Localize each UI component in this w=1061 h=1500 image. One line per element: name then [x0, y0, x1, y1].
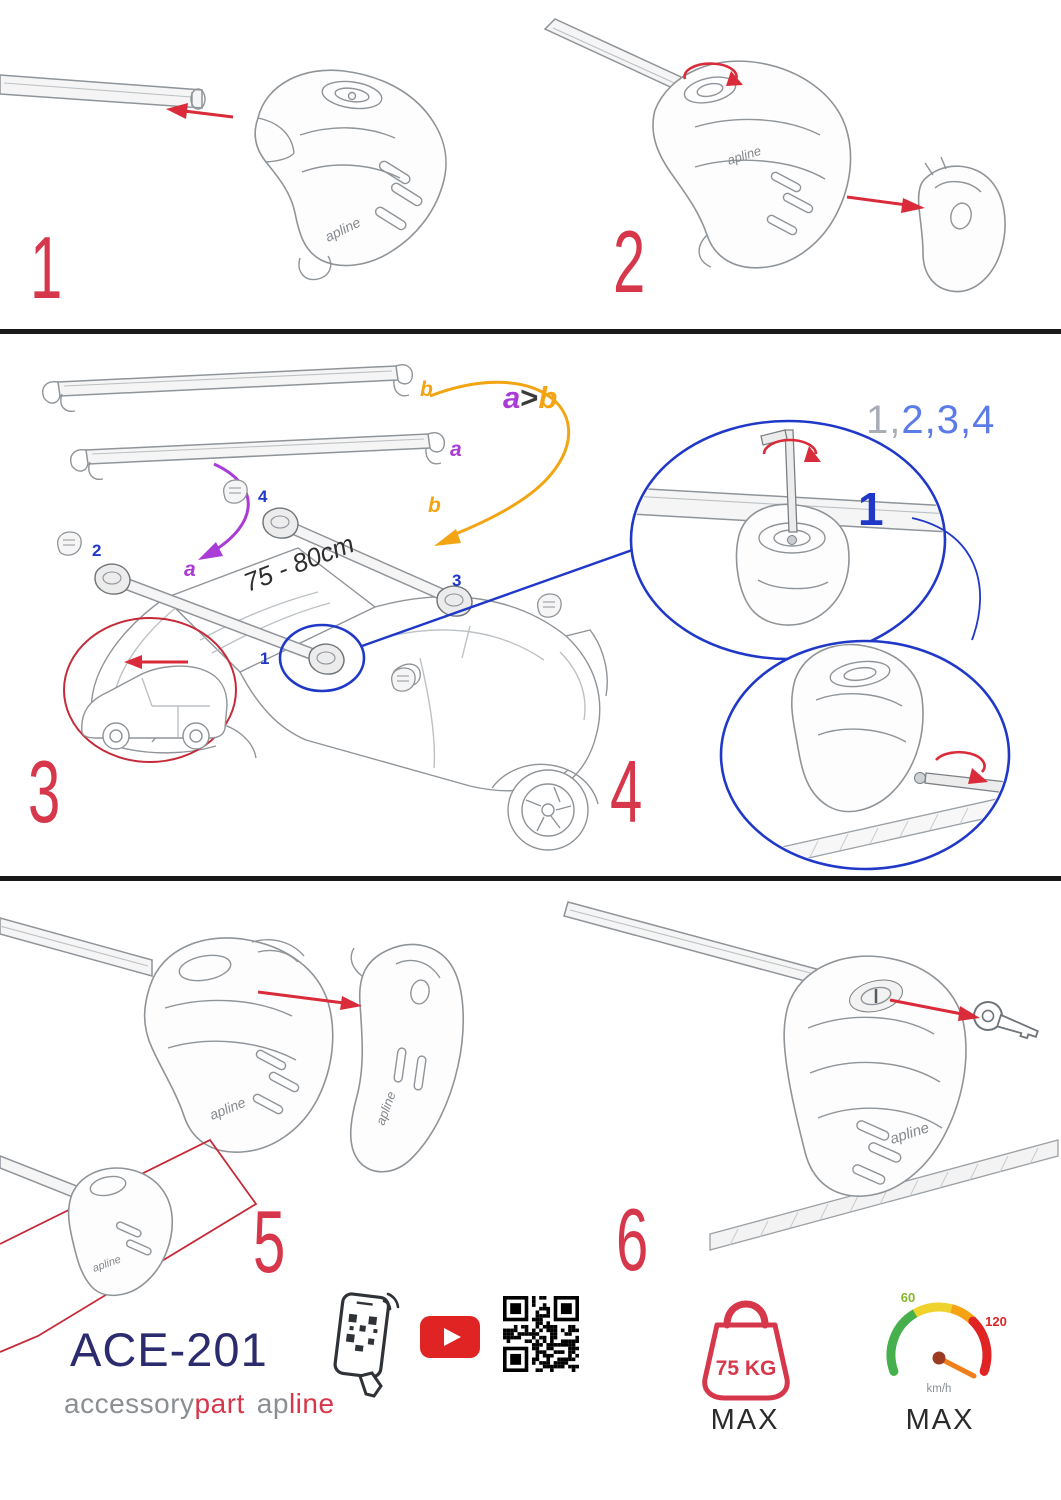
bar-a-label: a: [450, 438, 462, 461]
mounted-foot-small: apline: [0, 1155, 174, 1297]
install-order-note: a>b: [503, 380, 557, 416]
roof-foot: apline: [652, 60, 852, 269]
callout-link-curve: [911, 517, 981, 641]
step-number-5: 5: [253, 1192, 285, 1291]
car-direction-inset: [63, 617, 237, 763]
speed-low-label: 60: [901, 1290, 915, 1305]
cover-piece: [917, 156, 1006, 293]
step2-illustration: apline: [543, 18, 1006, 293]
brand-ap: ap: [256, 1388, 289, 1419]
roof-bar-b: b: [262, 494, 473, 617]
section-divider-1: [0, 329, 1061, 334]
roof-foot: apline: [143, 937, 334, 1153]
weight-max-label: MAX: [710, 1404, 780, 1436]
step-number-6: 6: [616, 1190, 648, 1289]
attach-arrow: [846, 195, 925, 213]
clip-near-4: [222, 479, 248, 504]
step4-illustration: [629, 419, 1011, 871]
position-4: 4: [258, 487, 268, 506]
attach-arrow: [257, 990, 362, 1010]
clip-near-2: [56, 531, 82, 556]
position-3: 3: [452, 571, 461, 590]
speed-unit-label: km/h: [927, 1383, 952, 1395]
model-number: ACE-201: [70, 1323, 268, 1376]
brand-accessory: accessory: [64, 1388, 195, 1419]
brand-part: part: [194, 1388, 245, 1419]
clip-near-1: [390, 667, 416, 692]
step5-illustration: apline apline apline: [0, 917, 465, 1353]
crossbar: [0, 74, 206, 110]
guide-curve-a: [211, 462, 250, 554]
hand-pointer: [358, 1371, 383, 1398]
roof-b-label: b: [428, 494, 441, 517]
detail-callout-circle: [278, 623, 366, 693]
car-roof-view: [90, 547, 608, 851]
step-number-3: 3: [28, 742, 60, 841]
guide-curve-b: [429, 380, 571, 539]
detail-step-number: 1: [858, 483, 884, 535]
phone-qr-pattern: [345, 1313, 378, 1352]
detail-callout-arrow: [361, 546, 639, 648]
order-gt: >: [520, 380, 539, 415]
sequence-gray: 1,: [866, 398, 902, 442]
crossbar: [0, 917, 153, 977]
roof-bar-a: a: [94, 558, 345, 675]
qr-code-icon: [503, 1296, 579, 1372]
roof-rail: [709, 1139, 1059, 1251]
step-number-4: 4: [610, 742, 642, 841]
sequence-blue: 2,3,4: [901, 398, 996, 442]
speed-max-label: MAX: [905, 1404, 975, 1436]
roof-foot: apline: [783, 955, 967, 1197]
guide-curve-b-head: [434, 529, 461, 546]
weight-value: 75 KG: [716, 1357, 777, 1380]
rotation-arrow: [935, 750, 986, 773]
clip-near-3: [536, 593, 562, 618]
rotation-arrow-head: [804, 446, 821, 462]
speed-high-label: 120: [985, 1314, 1007, 1329]
sequence-note: 1,2,3,4: [866, 398, 995, 443]
scan-signal-arcs: [382, 1292, 400, 1311]
lock-key: [973, 1001, 1039, 1040]
cover-piece: apline: [349, 943, 465, 1173]
allen-key: [760, 429, 798, 533]
brand-line: line: [288, 1388, 335, 1419]
crossbar-b-package: b: [42, 364, 433, 413]
detail-top-content: [633, 429, 943, 626]
order-a: a: [503, 380, 521, 415]
rotation-arrow: [762, 438, 818, 455]
crossbar-a-package: a: [70, 432, 462, 481]
tighten-rotation-arrow: [683, 62, 743, 86]
insert-arrow: [166, 103, 234, 119]
guide-curve-a-head: [198, 542, 223, 560]
bar-b-label: b: [420, 378, 433, 401]
speed-limit-icon: 60 120 km/h: [886, 1290, 1007, 1395]
phone-scan-icon: [333, 1292, 400, 1398]
step-number-1: 1: [30, 218, 62, 317]
key-arrow: [889, 998, 980, 1021]
youtube-icon: [420, 1316, 480, 1358]
position-1: 1: [260, 649, 269, 668]
rotation-arrow-head: [968, 768, 988, 784]
weight-limit-icon: 75 KG: [702, 1300, 790, 1401]
roof-foot: apline: [254, 69, 447, 281]
section-divider-2: [0, 876, 1061, 881]
step6-illustration: apline: [563, 901, 1059, 1251]
step3-illustration: b a: [42, 364, 652, 851]
step-number-2: 2: [613, 212, 645, 311]
position-2: 2: [92, 541, 101, 560]
step1-illustration: apline: [0, 69, 447, 281]
roof-a-label: a: [184, 558, 196, 581]
order-b: b: [538, 380, 558, 415]
